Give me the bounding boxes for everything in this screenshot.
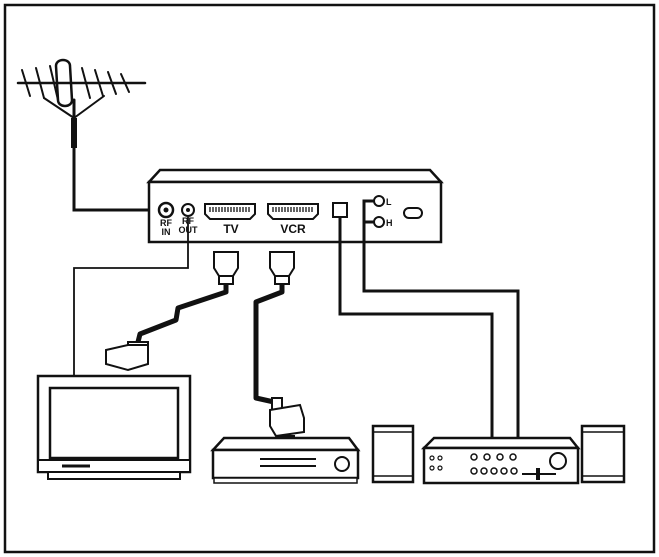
rf-in-label-line1: RF (160, 218, 172, 228)
scart-vcr-label: VCR (280, 222, 306, 236)
audio-jack-h (373, 216, 385, 228)
antenna-cable (72, 148, 158, 212)
power-socket (403, 207, 423, 219)
speaker-right-icon (580, 424, 626, 484)
rf-out-cable (73, 217, 189, 375)
audio-jack-l-label: L (386, 197, 392, 207)
television-icon (36, 374, 192, 480)
rf-in-connector (157, 201, 175, 219)
scart-cable-tv (105, 251, 239, 372)
audio-jack-l (373, 195, 385, 207)
speaker-left-icon (371, 424, 415, 484)
rf-out-connector (181, 203, 195, 217)
optical-output-socket (332, 202, 348, 218)
scart-tv-socket (204, 203, 256, 220)
diagram-border (3, 3, 656, 554)
scart-tv-label: TV (223, 222, 238, 236)
amplifier-icon (420, 436, 581, 485)
antenna-mast-base (71, 118, 77, 148)
scart-vcr-socket (267, 203, 319, 220)
antenna-icon (16, 58, 147, 152)
vcr-icon (210, 436, 361, 484)
scart-cable-vcr (253, 251, 305, 443)
audio-cable (362, 199, 520, 437)
rf-in-label-line2: IN (162, 227, 171, 237)
audio-jack-h-label: H (386, 218, 393, 228)
optical-cable (338, 217, 494, 437)
